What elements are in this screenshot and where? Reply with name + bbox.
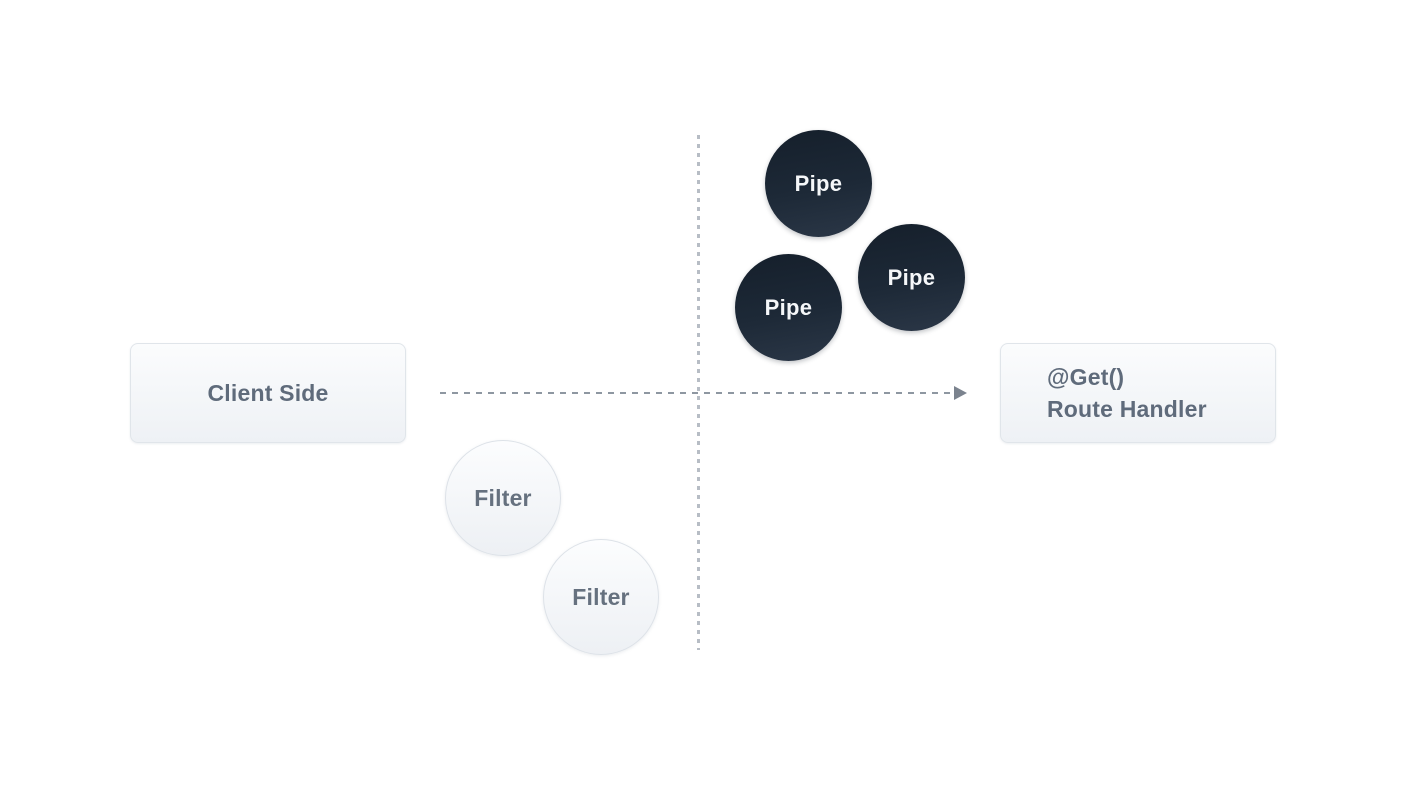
pipe-circle: Pipe xyxy=(765,130,872,237)
client-side-box: Client Side xyxy=(130,343,406,443)
pipe-circle: Pipe xyxy=(858,224,965,331)
client-side-label: Client Side xyxy=(207,379,329,406)
arrowhead-icon xyxy=(954,386,967,400)
filter-label: Filter xyxy=(474,484,532,511)
filter-label: Filter xyxy=(572,583,630,610)
filter-circle: Filter xyxy=(445,440,561,556)
route-handler-box: @Get() Route Handler xyxy=(1000,343,1276,443)
route-handler-label: Route Handler xyxy=(1047,396,1207,422)
route-handler-labels: @Get() Route Handler xyxy=(1047,361,1207,425)
pipe-label: Pipe xyxy=(764,294,813,320)
get-decorator-label: @Get() xyxy=(1047,364,1125,390)
pipe-label: Pipe xyxy=(887,264,936,290)
pipe-label: Pipe xyxy=(794,170,843,196)
request-flow-line xyxy=(440,392,954,394)
pipe-circle: Pipe xyxy=(735,254,842,361)
filter-circle: Filter xyxy=(543,539,659,655)
